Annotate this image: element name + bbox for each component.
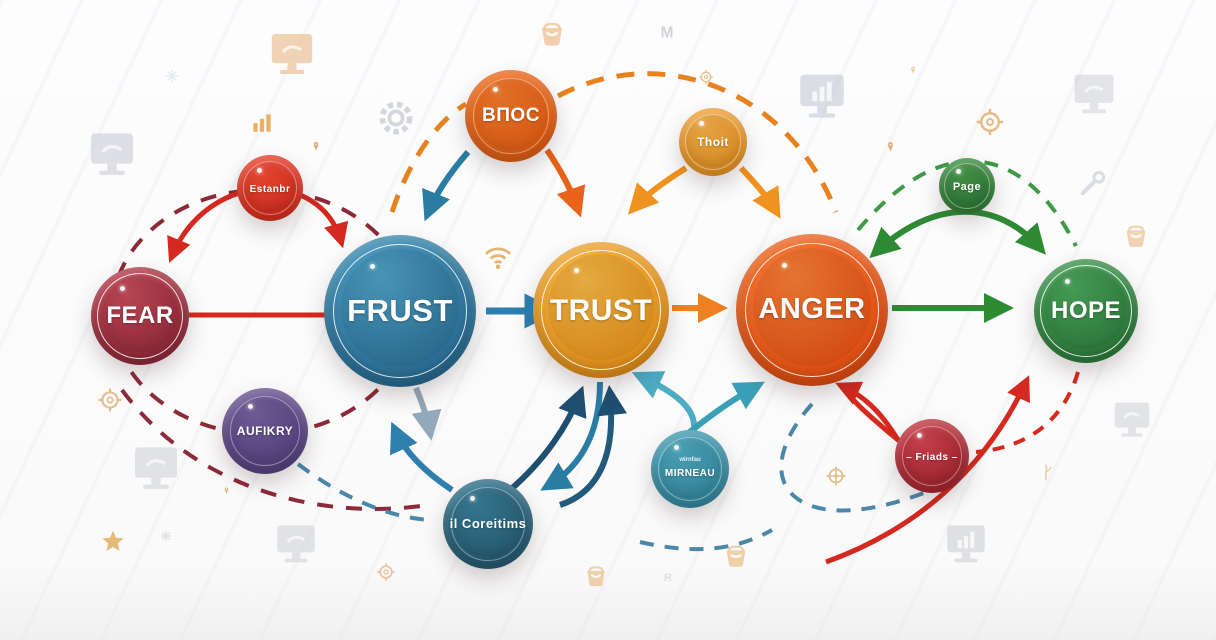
edge-coreitims-trust-1 xyxy=(508,385,587,493)
node-page: Page xyxy=(939,158,995,214)
node-label: Thoit xyxy=(697,135,729,149)
node-label: MIRNEAU xyxy=(664,468,716,479)
node-glint xyxy=(699,120,705,126)
edge-dashed-orange-left xyxy=(389,101,468,213)
node-ring xyxy=(745,243,879,377)
edge-trust-mirneau xyxy=(631,371,698,433)
node-ring xyxy=(1040,265,1132,357)
edge-red-into-hope xyxy=(825,375,1030,565)
node-label: FRUST xyxy=(347,292,453,328)
edge-trust-coreitims xyxy=(540,381,603,491)
node-label: FEAR xyxy=(106,301,174,329)
edge-thoit-trust xyxy=(627,165,688,215)
node-glint xyxy=(573,267,579,273)
node-label: TRUST xyxy=(549,293,653,327)
node-sublabel: wirnfau xyxy=(679,457,701,463)
node-label: – Friads – xyxy=(906,452,958,463)
node-label: ВПОС xyxy=(482,104,540,126)
node-aufikry: AUFIKRY xyxy=(222,388,308,474)
node-glint xyxy=(256,167,262,173)
node-ring xyxy=(451,487,525,561)
edge-dashed-steel-right xyxy=(779,402,937,513)
node-trust: TRUST xyxy=(533,242,669,378)
node-glint xyxy=(120,285,126,291)
node-label: Estanbr xyxy=(249,184,291,195)
node-bpoc: ВПОС xyxy=(465,70,557,162)
edge-thoit-anger xyxy=(738,165,781,219)
edge-frust-coreitims xyxy=(411,386,442,441)
node-coreitims: il Coreitims xyxy=(443,479,533,569)
node-ring xyxy=(333,244,467,378)
node-glint xyxy=(470,496,475,502)
node-fear: FEAR xyxy=(91,267,189,365)
node-label: ANGER xyxy=(758,293,866,326)
edge-bpoc-frust xyxy=(422,150,471,222)
node-glint xyxy=(492,87,498,93)
node-ring xyxy=(901,425,963,487)
edge-dashed-maroon-bottom xyxy=(120,388,429,511)
node-glint xyxy=(369,263,375,269)
node-frust: FRUST xyxy=(324,235,476,387)
node-label: HOPE xyxy=(1050,296,1121,324)
edge-dashed-steel-left xyxy=(296,462,431,522)
node-label: il Coreitims xyxy=(449,516,527,531)
node-ring xyxy=(242,160,298,216)
node-anger: ANGER xyxy=(736,234,888,386)
node-glint xyxy=(1065,278,1071,284)
node-ring xyxy=(944,163,990,209)
edge-friads-anger-1 xyxy=(835,381,901,442)
node-ring xyxy=(473,78,549,154)
node-glint xyxy=(955,168,961,174)
edge-dashed-red-hope-friads xyxy=(975,371,1080,454)
edge-anger-hope-arc xyxy=(869,208,1046,259)
node-ring xyxy=(685,114,741,170)
node-friads: – Friads – xyxy=(895,419,969,493)
edge-dashed-green-top-right xyxy=(856,159,1078,247)
edge-bpoc-trust xyxy=(544,148,586,218)
edge-coreitims-frust xyxy=(390,421,454,493)
node-hope: HOPE xyxy=(1034,259,1138,363)
node-label: AUFIKRY xyxy=(236,424,294,438)
node-glint xyxy=(917,433,923,439)
node-ring xyxy=(658,437,722,501)
edge-dashed-steel-mid xyxy=(639,528,773,552)
node-glint xyxy=(781,262,787,268)
node-glint xyxy=(247,404,253,410)
edge-coreitims-trust-2 xyxy=(559,385,627,508)
edge-dashed-orange-top xyxy=(556,71,839,213)
node-estanbr: Estanbr xyxy=(237,155,303,221)
node-ring xyxy=(229,395,301,467)
node-thoit: Thoit xyxy=(679,108,747,176)
node-label: Page xyxy=(952,181,982,193)
node-ring xyxy=(96,272,184,360)
node-glint xyxy=(674,444,680,450)
